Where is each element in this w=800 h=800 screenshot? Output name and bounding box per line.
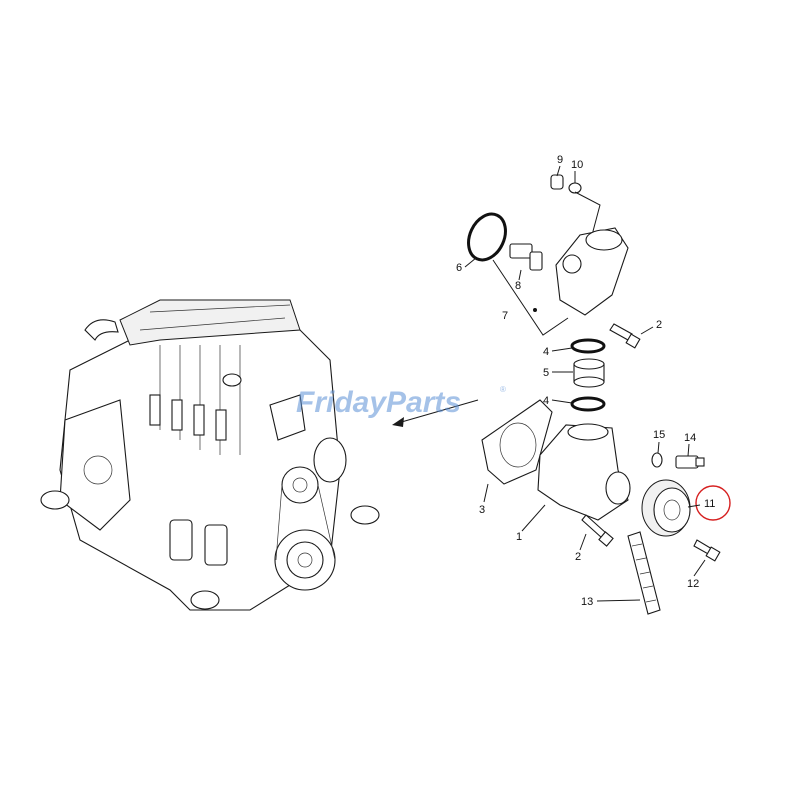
callout-3: 3 <box>479 504 485 516</box>
assembly-arrow <box>392 399 479 427</box>
leader-7 <box>492 259 569 336</box>
callout-13: 13 <box>581 596 593 608</box>
part-14-sensor <box>675 455 705 469</box>
callout-2-upper: 2 <box>656 319 662 331</box>
part-4-o-ring-lower <box>570 396 606 412</box>
part-13-v-belt <box>627 531 661 615</box>
callout-9: 9 <box>557 154 563 166</box>
part-11-pulley <box>641 479 691 537</box>
callout-8: 8 <box>515 280 521 292</box>
leader-9-10 <box>574 191 601 236</box>
part-8-thermostat <box>509 243 543 271</box>
watermark: FridayParts ® <box>296 385 506 419</box>
part-15-seal <box>651 452 663 468</box>
part-2-bolt-upper <box>609 323 641 349</box>
watermark-registered: ® <box>500 385 506 394</box>
callout-5: 5 <box>543 367 549 379</box>
part-6-o-ring <box>467 212 507 262</box>
part-2-bolt-lower <box>581 514 614 547</box>
watermark-text: FridayParts <box>296 386 461 419</box>
callouts: 9 10 6 8 7 2 4 5 4 15 14 11 <box>456 154 731 608</box>
callout-11-highlight: 11 <box>687 485 731 521</box>
part-9-plug <box>550 174 564 190</box>
part-12-bolt <box>693 539 721 562</box>
callout-6: 6 <box>456 262 462 274</box>
callout-11: 11 <box>704 498 715 510</box>
callout-2-lower: 2 <box>575 551 581 563</box>
callout-15: 15 <box>653 429 665 441</box>
callout-1: 1 <box>516 531 522 543</box>
part-10-washer <box>568 182 582 194</box>
part-1-water-pump <box>537 423 631 521</box>
part-4-o-ring-upper <box>570 338 606 354</box>
callout-7: 7 <box>502 310 508 322</box>
callout-12: 12 <box>687 578 699 590</box>
callout-14: 14 <box>684 432 696 444</box>
part-3-gasket <box>481 399 553 485</box>
callout-4-lower: 4 <box>543 395 549 407</box>
callout-4-upper: 4 <box>543 346 549 358</box>
callout-10: 10 <box>571 159 583 171</box>
part-5-sleeve <box>573 358 605 388</box>
part-7-thermostat-housing <box>533 227 629 316</box>
engine-illustration <box>40 299 380 611</box>
